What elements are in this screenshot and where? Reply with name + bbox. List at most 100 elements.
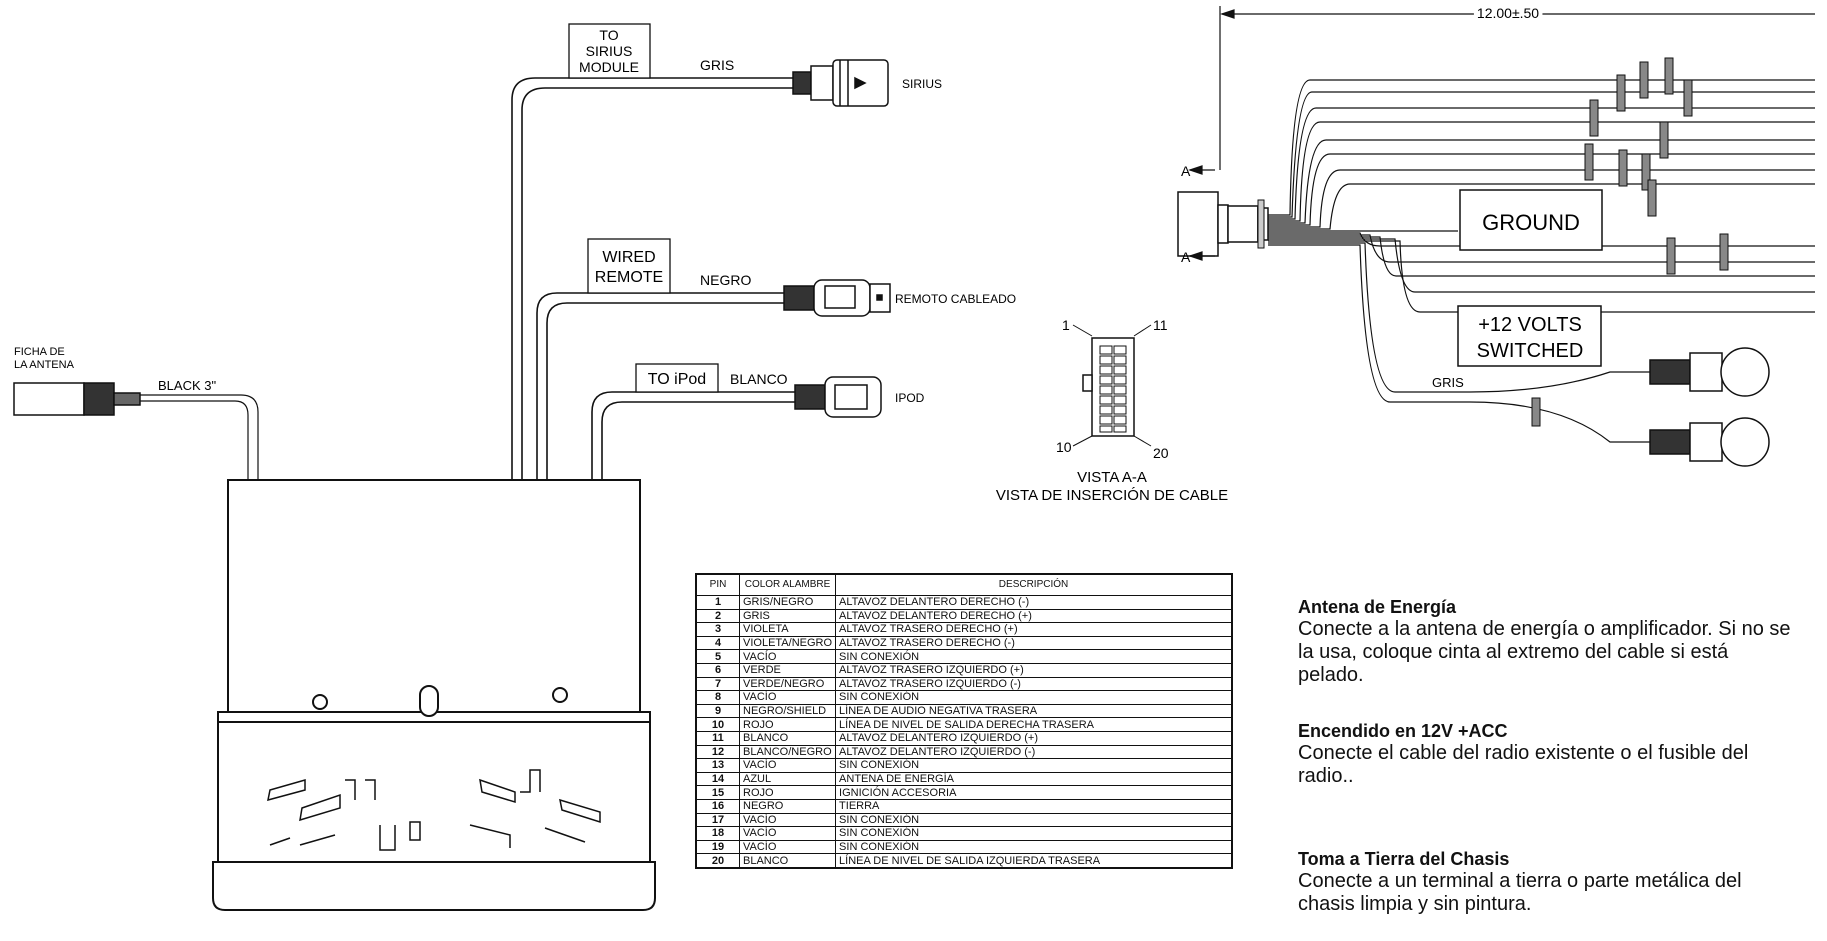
label-gris-top: GRIS — [700, 57, 734, 73]
pin-description: TIERRA — [835, 798, 1233, 814]
wire-color: VACÍO — [738, 826, 837, 841]
pin-number: 8 — [695, 690, 740, 705]
wire-color: VACÍO — [738, 758, 837, 773]
note-title: Antena de Energía — [1298, 597, 1457, 617]
ipod-cable — [591, 391, 795, 480]
antenna-plug — [13, 382, 141, 416]
pin-description: SIN CONEXIÓN — [835, 839, 1233, 855]
wire-color: BLANCO — [738, 730, 837, 746]
pin-number: 13 — [695, 758, 740, 773]
label-to-sirius-2: SIRIUS — [586, 43, 633, 59]
wire-color: VERDE/NEGRO — [738, 676, 837, 692]
sirius-connector — [792, 59, 889, 107]
note-body: Conecte el cable del radio existente o e… — [1298, 742, 1749, 787]
pin-number: 17 — [695, 812, 740, 828]
note-chassis-ground: Toma a Tierra del Chasis Conecte a un te… — [1298, 848, 1798, 916]
note-ignition: Encendido en 12V +ACC Conecte el cable d… — [1298, 720, 1798, 788]
wire-color: VIOLETA/NEGRO — [738, 635, 837, 651]
pin-number: 1 — [695, 595, 740, 610]
pin-description: SIN CONEXIÓN — [835, 649, 1233, 664]
note-title: Encendido en 12V +ACC — [1298, 721, 1508, 741]
wire-color: GRIS/NEGRO — [738, 595, 837, 610]
pin-number: 15 — [695, 785, 740, 800]
sirius-cable — [511, 77, 795, 480]
label-negro: NEGRO — [700, 272, 751, 288]
remote-connector — [783, 279, 891, 317]
header-description: DESCRIPCIÓN — [835, 573, 1233, 596]
pin-description: ALTAVOZ TRASERO DERECHO (+) — [835, 622, 1233, 637]
label-black-3: BLACK 3" — [158, 378, 216, 393]
head-unit — [212, 479, 656, 911]
wire-color: VACÍO — [738, 812, 837, 828]
note-power-antenna: Antena de Energía Conecte a la antena de… — [1298, 596, 1798, 687]
pin-description: LÍNEA DE NIVEL DE SALIDA IZQUIERDA TRASE… — [835, 853, 1233, 869]
pin-description: ALTAVOZ DELANTERO DERECHO (-) — [835, 595, 1233, 610]
label-ipod: IPOD — [895, 391, 925, 405]
pin-description: SIN CONEXIÓN — [835, 812, 1233, 828]
pin-description: ALTAVOZ TRASERO DERECHO (-) — [835, 635, 1233, 651]
ipod-connector — [794, 376, 882, 418]
pin-number: 2 — [695, 608, 740, 624]
pin-description: SIN CONEXIÓN — [835, 690, 1233, 705]
pin-number: 9 — [695, 703, 740, 719]
pin-description: ALTAVOZ DELANTERO IZQUIERDO (-) — [835, 744, 1233, 760]
pin-number: 4 — [695, 635, 740, 651]
wire-color: VERDE — [738, 662, 837, 678]
wire-color: AZUL — [738, 771, 837, 787]
table-header-row: PIN COLOR ALAMBRE DESCRIPCIÓN — [695, 573, 1233, 596]
wire-color: ROJO — [738, 785, 837, 800]
pin-number: 20 — [695, 853, 740, 869]
pin-description: LÍNEA DE AUDIO NEGATIVA TRASERA — [835, 703, 1233, 719]
label-to-ipod: TO iPod — [648, 371, 706, 388]
pin-description: ALTAVOZ DELANTERO DERECHO (+) — [835, 608, 1233, 624]
wire-color: NEGRO/SHIELD — [738, 703, 837, 719]
remote-cable — [536, 292, 785, 480]
label-to-sirius-3: MODULE — [579, 59, 639, 75]
pin-number: 3 — [695, 622, 740, 637]
wire-color: GRIS — [738, 608, 837, 624]
label-sirius: SIRIUS — [902, 77, 942, 91]
pin-description: ALTAVOZ DELANTERO IZQUIERDO (+) — [835, 730, 1233, 746]
pin-number: 12 — [695, 744, 740, 760]
wire-color: VACÍO — [738, 649, 837, 664]
pin-description: SIN CONEXIÓN — [835, 826, 1233, 841]
pin-description: LÍNEA DE NIVEL DE SALIDA DERECHA TRASERA — [835, 717, 1233, 732]
pin-number: 11 — [695, 730, 740, 746]
pin-number: 6 — [695, 662, 740, 678]
pin-number: 16 — [695, 798, 740, 814]
pin-number: 7 — [695, 676, 740, 692]
pin-description: ALTAVOZ TRASERO IZQUIERDO (+) — [835, 662, 1233, 678]
wire-color: BLANCO/NEGRO — [738, 744, 837, 760]
label-ficha-2: LA ANTENA — [14, 359, 75, 371]
label-blanco: BLANCO — [730, 371, 788, 387]
label-wired-remote-1: WIRED — [602, 249, 655, 266]
pin-number: 19 — [695, 839, 740, 855]
pin-description: IGNICIÓN ACCESORIA — [835, 785, 1233, 800]
note-body: Conecte a un terminal a tierra o parte m… — [1298, 870, 1742, 915]
note-title: Toma a Tierra del Chasis — [1298, 849, 1510, 869]
wire-color: ROJO — [738, 717, 837, 732]
header-pin: PIN — [695, 573, 740, 596]
label-wired-remote-2: REMOTE — [595, 269, 663, 286]
note-body: Conecte a la antena de energía o amplifi… — [1298, 618, 1791, 686]
pin-number: 14 — [695, 771, 740, 787]
label-ficha-1: FICHA DE — [14, 346, 65, 358]
pin-description: ANTENA DE ENERGÍA — [835, 771, 1233, 787]
label-remoto-cableado: REMOTO CABLEADO — [895, 292, 1016, 306]
